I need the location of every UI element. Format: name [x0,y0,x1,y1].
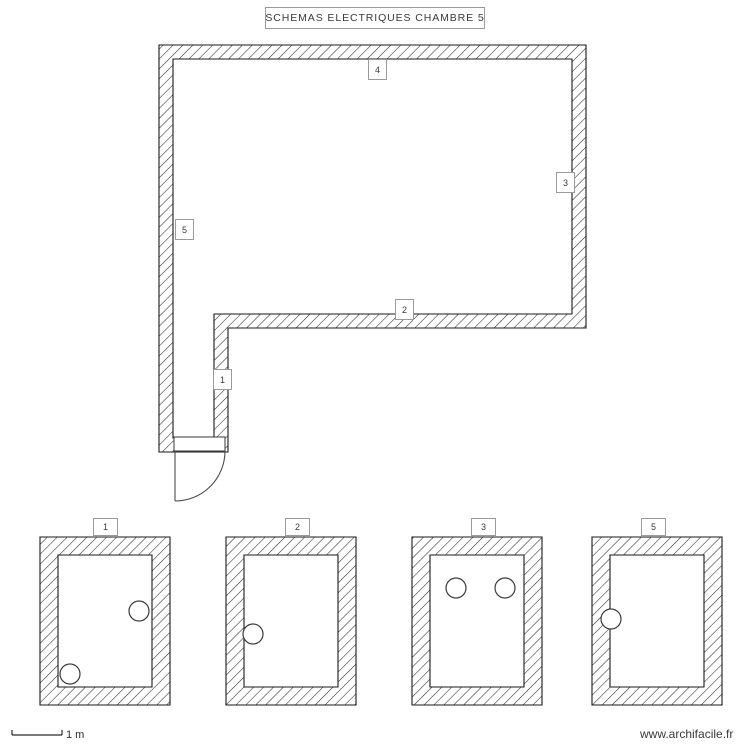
elevation-panel-2 [225,536,357,706]
panel-tag-3-label: 3 [480,522,486,532]
wall-tag-2[interactable]: 2 [395,299,414,320]
panel-tag-1-label: 1 [102,522,108,532]
wall-tag-2-label: 2 [401,304,407,315]
panel-tag-5-label: 5 [650,522,656,532]
door-swing-arc [174,450,226,502]
panel-tag-5[interactable]: 5 [641,518,666,536]
panel-5-outlet-a [600,608,622,630]
wall-tag-4-label: 4 [374,64,380,75]
panel-5-wall-band [591,536,723,706]
panel-3-outlet-b [494,577,516,599]
wall-tag-4[interactable]: 4 [368,59,387,80]
panel-tag-1[interactable]: 1 [93,518,118,536]
panel-2-outlet-a [242,623,264,645]
elevation-panel-1 [39,536,171,706]
footer-url: www.archifacile.fr [640,727,734,741]
panel-1-wall-band [39,536,171,706]
main-room-walls [158,44,587,453]
panel-3-wall-band [411,536,543,706]
wall-tag-5[interactable]: 5 [175,219,194,240]
wall-tag-1[interactable]: 1 [213,369,232,390]
elevation-panel-5 [591,536,723,706]
panel-tag-2[interactable]: 2 [285,518,310,536]
panel-2-wall-band [225,536,357,706]
panel-1-outlet-a [128,600,150,622]
room-wall-band [158,44,587,453]
wall-tag-3-label: 3 [562,177,568,188]
door-leaf [173,436,226,452]
wall-tag-1-label: 1 [219,374,225,385]
panel-tag-3[interactable]: 3 [471,518,496,536]
wall-tag-5-label: 5 [181,224,187,235]
page-title: SCHEMAS ELECTRIQUES CHAMBRE 5 [265,12,485,24]
elevation-panel-3 [411,536,543,706]
wall-tag-3[interactable]: 3 [556,172,575,193]
entry-door [173,436,226,502]
scale-bar [11,730,63,736]
plan-title-box: SCHEMAS ELECTRIQUES CHAMBRE 5 [265,7,485,29]
panel-1-outlet-b [59,663,81,685]
panel-3-outlet-a [445,577,467,599]
scale-bar-label: 1 m [66,729,85,741]
panel-tag-2-label: 2 [294,522,300,532]
